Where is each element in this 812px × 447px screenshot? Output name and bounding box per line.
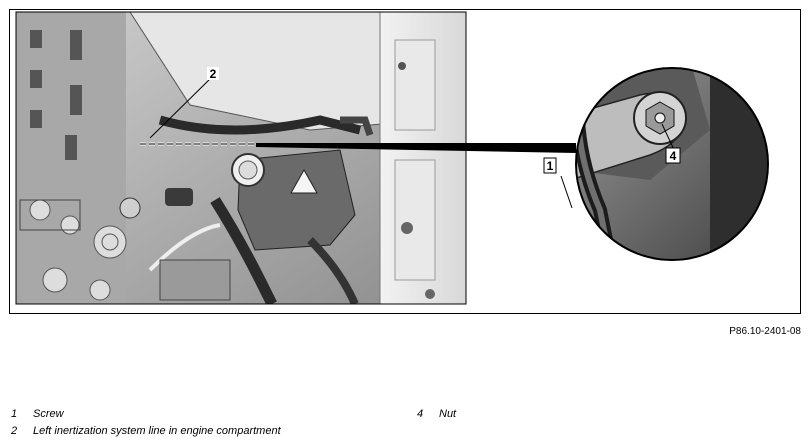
engine-compartment-figure: 1 4 2 <box>9 9 801 314</box>
legend-number: 4 <box>417 408 424 420</box>
legend-text: Left inertization system line in engine … <box>33 425 281 437</box>
legend-text: Nut <box>439 408 457 420</box>
figure-reference: P86.10-2401-08 <box>729 326 801 337</box>
engine-bay-view <box>16 12 466 304</box>
legend-text: Screw <box>33 408 64 420</box>
callout-2-label: 2 <box>210 67 217 81</box>
callout-2-leader <box>149 75 214 139</box>
zoom-circle-border <box>575 67 769 261</box>
legend-number: 1 <box>11 408 18 420</box>
detail-zoom-view <box>576 68 768 260</box>
legend-item-screw: 1 Screw <box>11 408 64 420</box>
engine-illustration: 1 4 2 <box>15 11 769 305</box>
legend-item-nut: 4 Nut <box>417 408 456 420</box>
callout-1-label: 1 <box>547 159 554 173</box>
legend-number: 2 <box>11 425 18 437</box>
callout-1-leader <box>560 175 573 209</box>
callout-4-label: 4 <box>670 149 677 163</box>
zoom-connector <box>256 143 576 153</box>
legend-item-inertization-line: 2 Left inertization system line in engine… <box>11 425 281 437</box>
